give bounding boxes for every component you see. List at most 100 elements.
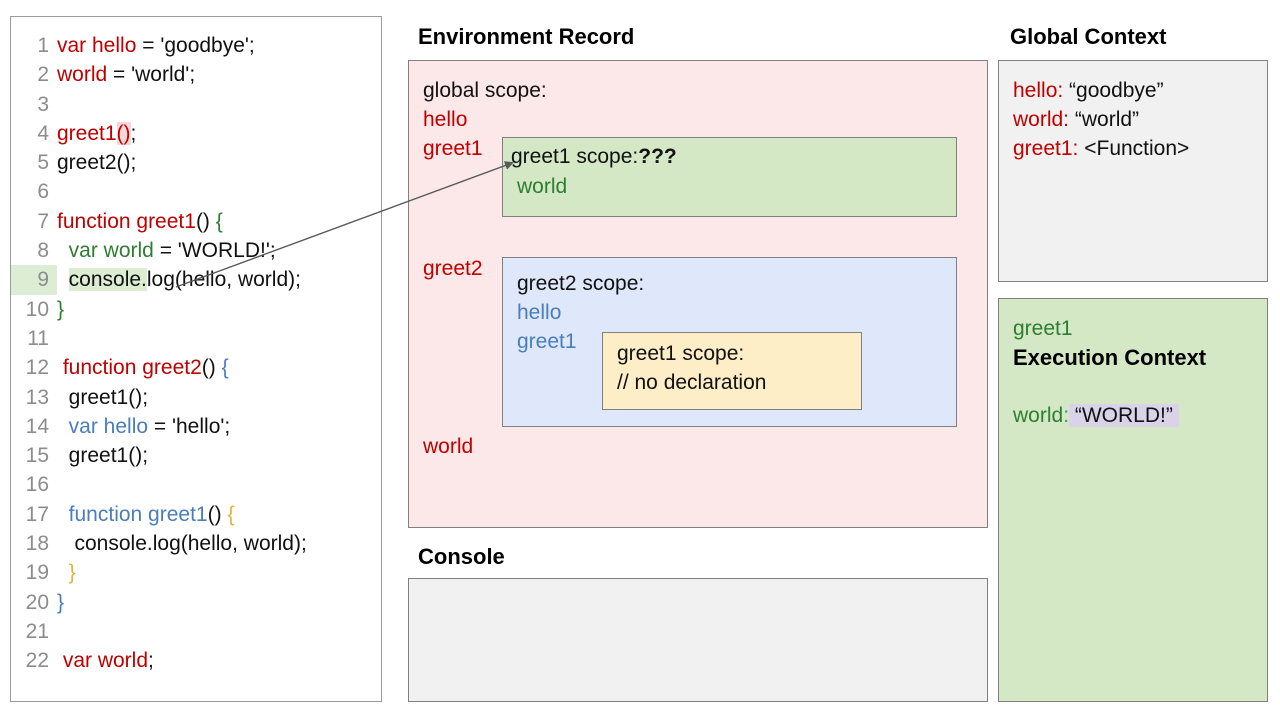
code-token: greet2(); bbox=[57, 151, 137, 175]
code-line[interactable]: 9 console.log(hello, world); bbox=[11, 265, 381, 295]
code-line-text: greet1(); bbox=[57, 441, 148, 470]
code-token: = 'hello'; bbox=[148, 414, 231, 438]
code-token: console. bbox=[68, 268, 147, 292]
code-line[interactable]: 3 bbox=[11, 90, 381, 119]
code-line[interactable]: 2 world = 'world'; bbox=[11, 60, 381, 89]
code-line[interactable]: 16 bbox=[11, 470, 381, 499]
code-token: var world bbox=[68, 239, 154, 263]
code-line-number: 16 bbox=[25, 473, 49, 497]
code-line-number: 6 bbox=[37, 180, 49, 204]
greet1-scope-var-world: world bbox=[517, 175, 568, 198]
code-line-number: 22 bbox=[25, 649, 49, 673]
code-line[interactable]: 4 greet1(); bbox=[11, 119, 381, 148]
code-token: log(hello, world); bbox=[146, 268, 301, 292]
code-line[interactable]: 14 var hello = 'hello'; bbox=[11, 412, 381, 441]
greet1-scope-header-label: greet1 scope: bbox=[511, 145, 639, 168]
global-context-key-greet1: greet1: bbox=[1013, 137, 1079, 160]
code-line-number: 18 bbox=[25, 532, 49, 556]
code-line[interactable]: 12 function greet2() { bbox=[11, 353, 381, 382]
code-token: console.log(hello, world); bbox=[57, 532, 307, 556]
code-line[interactable]: 22 var world; bbox=[11, 646, 381, 675]
code-line[interactable]: 20} bbox=[11, 588, 381, 617]
code-line-number: 15 bbox=[25, 444, 49, 468]
code-line[interactable]: 6 bbox=[11, 177, 381, 206]
code-line-number: 1 bbox=[37, 34, 49, 57]
global-context-value-hello: “goodbye” bbox=[1063, 79, 1164, 102]
code-token: greet1(); bbox=[57, 385, 149, 409]
code-line-number: 20 bbox=[25, 590, 49, 614]
code-line-number: 4 bbox=[37, 121, 49, 145]
code-token: ; bbox=[130, 121, 137, 145]
console-output-text bbox=[409, 579, 987, 603]
code-line[interactable]: 15 greet1(); bbox=[11, 441, 381, 470]
console-output-box[interactable] bbox=[408, 578, 988, 702]
code-token: function greet2 bbox=[57, 356, 202, 380]
code-line-number: 9 bbox=[11, 265, 57, 295]
code-line[interactable]: 10} bbox=[11, 295, 381, 324]
code-line-text: } bbox=[57, 295, 64, 324]
code-line[interactable]: 19 } bbox=[11, 558, 381, 587]
code-line-number: 14 bbox=[25, 414, 49, 438]
code-token: var hello bbox=[57, 34, 137, 57]
code-line-number: 2 bbox=[37, 63, 49, 87]
code-token: () bbox=[195, 209, 216, 233]
code-line-text: function greet1() { bbox=[57, 500, 235, 529]
code-line-text: } bbox=[57, 588, 64, 617]
code-line-number: 13 bbox=[25, 385, 49, 409]
code-line-text: } bbox=[57, 558, 76, 587]
greet2-scope-var-hello: hello bbox=[517, 301, 562, 324]
execution-context-heading: Execution Context bbox=[1013, 345, 1207, 370]
code-line-number: 17 bbox=[25, 502, 49, 526]
code-line-text: greet1(); bbox=[57, 383, 148, 412]
code-token: } bbox=[57, 590, 65, 614]
code-token: var hello bbox=[68, 414, 149, 438]
code-line[interactable]: 5 greet2(); bbox=[11, 148, 381, 177]
code-token: { bbox=[227, 502, 235, 526]
code-token bbox=[57, 268, 69, 291]
code-token: () bbox=[116, 121, 131, 145]
code-line[interactable]: 21 bbox=[11, 617, 381, 646]
code-line[interactable]: 13 greet1(); bbox=[11, 383, 381, 412]
code-line-number: 21 bbox=[25, 619, 49, 643]
code-line-number: 12 bbox=[25, 356, 49, 380]
code-line[interactable]: 11 bbox=[11, 324, 381, 353]
code-line-text: greet1(); bbox=[57, 119, 136, 148]
code-token: world bbox=[57, 63, 108, 87]
execution-context-variable-row: world: “WORLD!” bbox=[1013, 404, 1179, 428]
code-line-text: var hello = 'hello'; bbox=[57, 412, 231, 441]
env-global-var-greet2: greet2 bbox=[423, 257, 483, 280]
code-line[interactable]: 8 var world = 'WORLD!'; bbox=[11, 236, 381, 265]
greet1-scope-box: greet1 scope:??? world bbox=[502, 137, 957, 217]
code-line-text: console.log(hello, world); bbox=[57, 529, 307, 558]
code-line-number: 11 bbox=[27, 326, 49, 350]
code-line-text: world = 'world'; bbox=[57, 60, 195, 89]
execution-context-box: greet1 Execution Context world: “WORLD!” bbox=[998, 298, 1268, 702]
code-token bbox=[57, 415, 69, 438]
global-context-value-greet1: <Function> bbox=[1078, 137, 1190, 160]
code-line-text: var world; bbox=[57, 646, 154, 675]
code-token: greet1(); bbox=[57, 444, 149, 468]
global-context-entry-greet1: greet1: <Function> bbox=[1013, 137, 1189, 161]
code-line[interactable]: 18 console.log(hello, world); bbox=[11, 529, 381, 558]
greet2-scope-header: greet2 scope: bbox=[517, 272, 645, 295]
nested-greet1-scope-box: greet1 scope: // no declaration bbox=[602, 332, 862, 410]
execution-context-variable-key: world bbox=[1013, 404, 1064, 427]
nested-greet1-scope-header: greet1 scope: bbox=[617, 342, 745, 365]
greet1-scope-header: greet1 scope:??? bbox=[511, 145, 677, 169]
code-line[interactable]: 17 function greet1() { bbox=[11, 500, 381, 529]
greet2-scope-box: greet2 scope: hello greet1 greet1 scope:… bbox=[502, 257, 957, 427]
code-token: { bbox=[215, 209, 223, 233]
code-token: = 'WORLD!'; bbox=[153, 239, 276, 263]
code-line-text: var world = 'WORLD!'; bbox=[57, 236, 276, 265]
global-context-title: Global Context bbox=[1010, 24, 1167, 49]
code-token bbox=[57, 239, 69, 262]
code-line-number: 3 bbox=[37, 92, 49, 116]
code-line-text: function greet2() { bbox=[57, 353, 229, 382]
code-line-number: 5 bbox=[37, 151, 49, 175]
execution-context-variable-value: “WORLD!” bbox=[1069, 404, 1179, 427]
code-token: = 'world'; bbox=[107, 63, 196, 87]
